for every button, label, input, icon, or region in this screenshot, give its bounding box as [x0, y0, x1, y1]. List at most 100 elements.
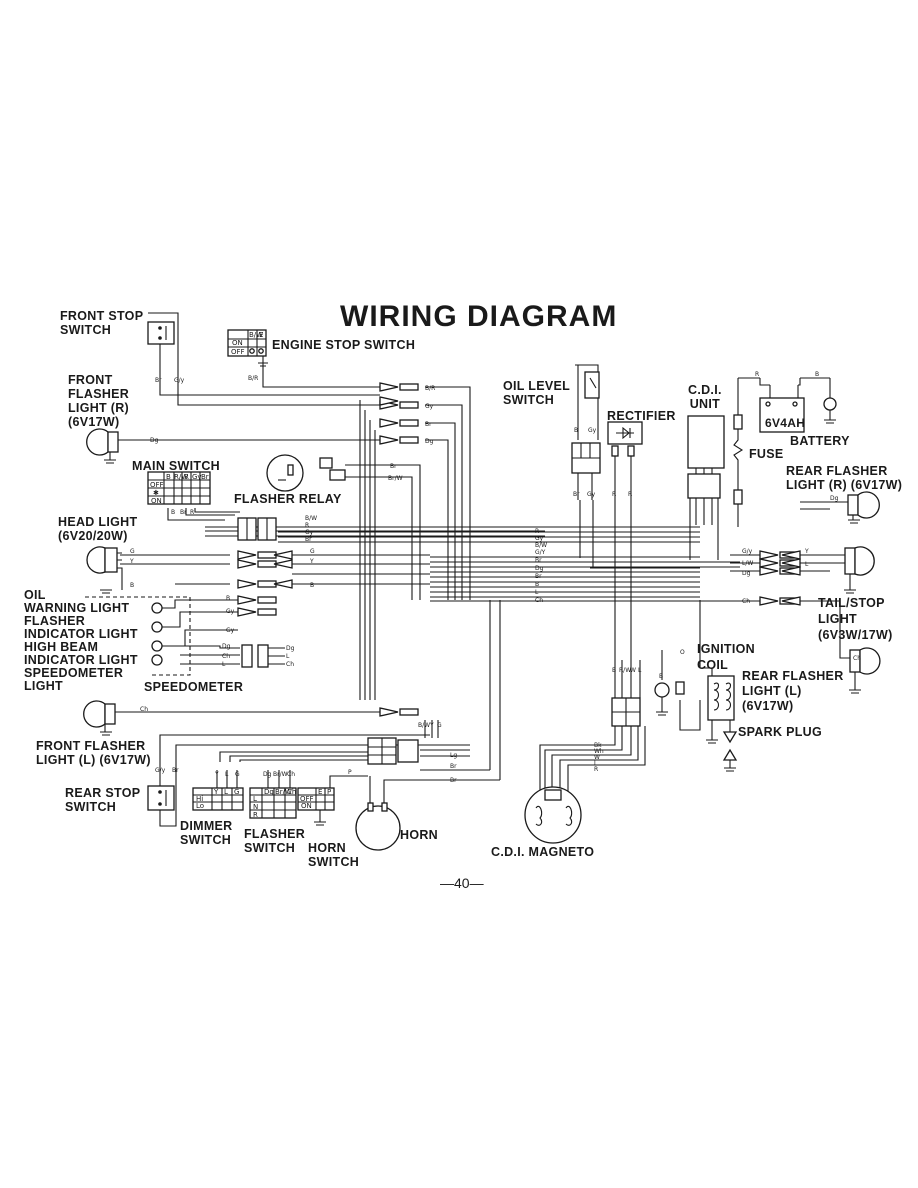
svg-text:R: R: [594, 766, 598, 773]
svg-text:Br: Br: [573, 491, 580, 498]
diagram-title: WIRING DIAGRAM: [340, 300, 618, 333]
svg-text:Hi: Hi: [196, 795, 203, 803]
horn-symbol: [355, 776, 500, 851]
svg-text:Dg: Dg: [222, 643, 231, 650]
svg-text:L/W: L/W: [742, 560, 753, 567]
front-flasher-light-r: Dg: [86, 428, 159, 464]
svg-text:Ch: Ch: [286, 661, 294, 668]
svg-text:Dg: Dg: [535, 565, 544, 572]
svg-text:✱: ✱: [153, 489, 159, 497]
fuse-label: FUSE: [749, 447, 784, 461]
rectifier-label: RECTIFIER: [607, 409, 676, 423]
svg-text:Ch: Ch: [853, 655, 861, 662]
svg-text:Br: Br: [535, 573, 542, 580]
svg-text:G: G: [310, 548, 315, 555]
svg-text:Gy: Gy: [226, 627, 235, 634]
cdi-unit-label: C.D.I.UNIT: [688, 383, 722, 411]
svg-text:Ch: Ch: [287, 788, 296, 796]
svg-text:R: R: [755, 371, 759, 378]
svg-text:Br: Br: [450, 763, 457, 770]
svg-text:Gy: Gy: [535, 535, 544, 542]
svg-text:Y: Y: [214, 771, 219, 778]
svg-text:Ch: Ch: [535, 597, 543, 604]
svg-text:L: L: [535, 589, 539, 596]
svg-text:P: P: [327, 788, 331, 796]
svg-text:G/y: G/y: [155, 767, 166, 774]
svg-text:Br: Br: [305, 536, 312, 543]
svg-text:Br: Br: [155, 377, 162, 384]
svg-text:Lo: Lo: [196, 802, 204, 810]
svg-text:E: E: [318, 788, 322, 796]
svg-text:B: B: [166, 473, 171, 481]
connector-6: [237, 559, 293, 569]
connector-12: [759, 558, 801, 568]
svg-text:Br: Br: [390, 463, 397, 470]
svg-text:L: L: [805, 561, 809, 568]
relay-connector: [237, 517, 277, 541]
svg-text:Y: Y: [129, 558, 134, 565]
svg-text:L: L: [222, 661, 226, 668]
svg-text:Lg: Lg: [450, 752, 457, 759]
svg-text:B: B: [659, 673, 663, 680]
svg-text:OFF: OFF: [150, 481, 164, 489]
front-flasher-light-l: Ch: [83, 700, 380, 736]
svg-text:OFF: OFF: [300, 795, 314, 803]
svg-text:B/W: B/W: [418, 722, 430, 729]
svg-text:B: B: [226, 595, 230, 602]
svg-text:B: B: [612, 667, 616, 674]
svg-text:G/y: G/y: [174, 377, 185, 384]
connector-5: [237, 550, 293, 560]
svg-text:ON: ON: [301, 802, 312, 810]
svg-text:B/R: B/R: [248, 375, 258, 382]
rear-flasher-light-r: Dg: [830, 491, 880, 524]
fuse: [733, 378, 744, 527]
engine-stop-switch-label: ENGINE STOP SWITCH: [272, 338, 416, 352]
svg-text:Ch: Ch: [140, 706, 148, 713]
svg-text:Br/W: Br/W: [388, 475, 403, 482]
svg-text:B/R: B/R: [425, 385, 435, 392]
svg-text:W: W: [630, 667, 636, 674]
connector-14: [759, 596, 801, 606]
svg-text:B: B: [310, 582, 314, 589]
connector-8: [237, 595, 277, 605]
svg-text:Dg: Dg: [264, 788, 274, 796]
cdi-unit: [687, 415, 725, 560]
svg-text:Dg: Dg: [150, 437, 159, 444]
svg-text:Bk: Bk: [594, 742, 602, 749]
svg-text:B: B: [535, 581, 539, 588]
connector-10: [379, 707, 419, 717]
svg-text:Gy: Gy: [192, 473, 202, 481]
front-stop-switch: Br G/y: [147, 312, 185, 384]
svg-text:G: G: [234, 788, 239, 796]
head-light-label: HEAD LIGHT(6V20/20W): [58, 515, 138, 543]
svg-text:L: L: [286, 653, 290, 660]
svg-text:Br: Br: [425, 421, 432, 428]
connector-11: [759, 550, 801, 560]
svg-text:G: G: [437, 722, 442, 729]
cdi-magneto: [524, 786, 582, 844]
svg-text:Gy: Gy: [305, 529, 314, 536]
tail-stop-light: YL G/yL/WDg Ch: [742, 546, 875, 605]
speedometer-label: SPEEDOMETER: [144, 680, 244, 694]
svg-text:Ch: Ch: [287, 771, 295, 778]
head-light: GYB GYB: [86, 546, 315, 594]
svg-text:Y: Y: [309, 558, 314, 565]
cdi-magneto-label: C.D.I. MAGNETO: [491, 845, 595, 859]
svg-text:Gy: Gy: [226, 608, 235, 615]
connector-2: [379, 396, 419, 410]
svg-text:Y: Y: [429, 722, 434, 729]
svg-text:Br: Br: [201, 473, 209, 481]
svg-text:Dg: Dg: [286, 645, 295, 652]
